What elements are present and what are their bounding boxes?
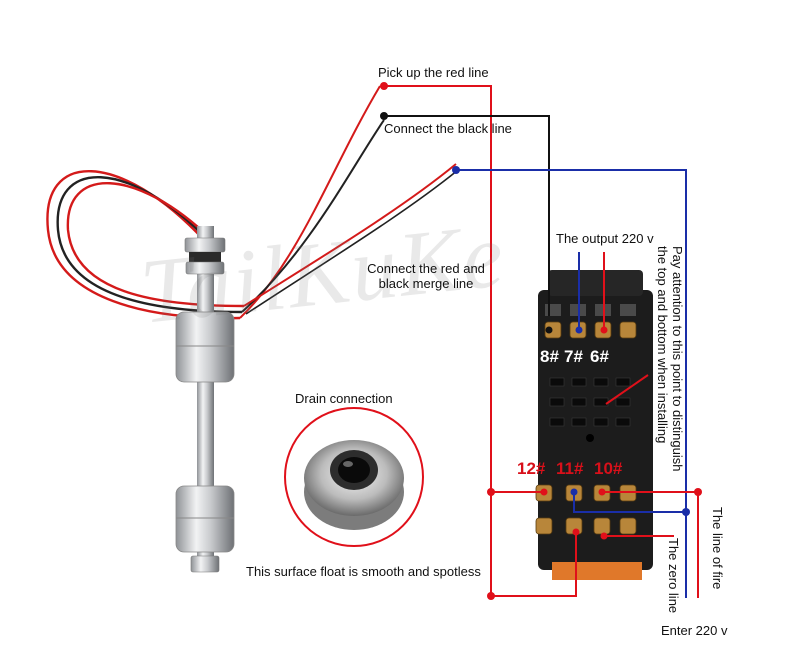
label-surface: This surface float is smooth and spotles… xyxy=(246,564,481,579)
label-enter: Enter 220 v xyxy=(661,623,728,638)
pin-11: 11# xyxy=(556,459,584,478)
label-drain: Drain connection xyxy=(295,391,393,406)
pin-8: 8# xyxy=(540,347,559,366)
label-attention: Pay attention to this point to distingui… xyxy=(655,246,685,472)
label-pick-red: Pick up the red line xyxy=(378,65,489,80)
pin-10: 10# xyxy=(594,459,623,478)
pin-7: 7# xyxy=(564,347,583,366)
pin-12: 12# xyxy=(517,459,546,478)
label-fire: The line of fire xyxy=(710,507,725,590)
drain-closeup-image xyxy=(284,407,424,547)
connection-dots xyxy=(380,82,702,600)
label-merge-line: Connect the red and black merge line xyxy=(367,261,485,291)
float-switch-image xyxy=(46,85,459,573)
label-output: The output 220 v xyxy=(556,231,654,246)
pin-6: 6# xyxy=(590,347,609,366)
relay-socket-image xyxy=(535,270,653,580)
label-connect-black: Connect the black line xyxy=(384,121,512,136)
label-zero: The zero line xyxy=(666,538,681,614)
